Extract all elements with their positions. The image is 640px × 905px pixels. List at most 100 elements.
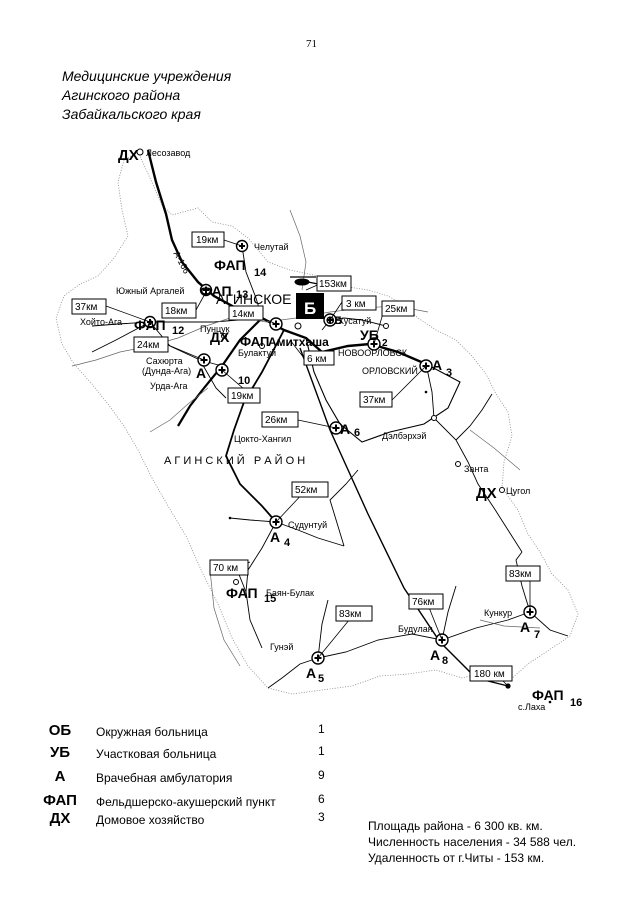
legend-row-ub: УБ Участковая больница 1 [40, 744, 340, 766]
facility-number: 16 [570, 697, 582, 709]
facility-code: А [270, 529, 280, 545]
page-number: 71 [306, 38, 317, 50]
place-label: НОВООРЛОВСК [338, 348, 408, 358]
legend-count: 1 [318, 744, 325, 758]
center-label: АГИНСКОЕ [216, 291, 291, 307]
place-label: Хусатуй [338, 316, 371, 326]
district-map: Б [55, 147, 582, 712]
distance-label: 6 км [307, 354, 327, 365]
place-label: Сахюрта [146, 356, 183, 366]
facility-code: ОБ [326, 315, 343, 327]
facility-code: УБ [360, 327, 379, 343]
svg-text:Б: Б [304, 299, 316, 318]
facility-code: ДХ [210, 329, 230, 345]
legend-label: Участковая больница [96, 747, 217, 761]
distance-label: 37км [75, 302, 97, 313]
distance-boxes [71, 231, 541, 682]
place-label: Лесозавод [146, 148, 191, 158]
legend-row-a: А Врачебная амбулатория 9 [40, 768, 340, 790]
facility-code: ФАП [240, 334, 269, 349]
place-label: Дэлбэрхэй [382, 431, 426, 441]
facility-number: 5 [318, 673, 324, 685]
legend-count: 3 [318, 810, 325, 824]
facility-code: ФАП [532, 687, 564, 703]
legend-count: 9 [318, 768, 325, 782]
legend-label: Фельдшерско-акушерский пункт [96, 795, 276, 809]
legend-code: УБ [49, 744, 71, 761]
title-line-2: Агинского района [62, 87, 181, 103]
facility-number: 7 [534, 629, 540, 641]
place-label: Южный Аргалей [116, 286, 184, 296]
place-label: Хойто-Ага [80, 317, 122, 327]
facility-number: 12 [172, 325, 184, 337]
legend-code: А [54, 768, 66, 785]
place-label: Булактуй [238, 348, 276, 358]
map-title: Медицинские учреждения Агинского района … [62, 67, 231, 124]
place-label: ОРЛОВСКИЙ [362, 365, 418, 376]
facility-code: ФАП [134, 317, 166, 333]
place-label: Занта [464, 464, 488, 474]
legend-label: Домовое хозяйство [96, 813, 205, 827]
region-label: А Г И Н С К И Й Р А Й О Н [164, 454, 305, 467]
distance-label: 24км [137, 340, 159, 351]
title-line-3: Забайкальского края [62, 106, 201, 122]
legend-label: Окружная больница [96, 725, 208, 739]
district-stats: Площадь района - 6 300 кв. км. Численнос… [368, 818, 576, 866]
helicopter-icon [290, 276, 319, 286]
distance-label: 83км [509, 569, 531, 580]
legend-row-ob: ОБ Окружная больница 1 [40, 722, 340, 744]
facility-code: ФАП [200, 283, 232, 299]
distance-label: 52км [295, 485, 317, 496]
distance-label: 26км [265, 415, 287, 426]
facility-number: 6 [354, 427, 360, 439]
place-label-amitkhasha: Амитхаша [268, 335, 329, 349]
facility-number: 13 [236, 289, 248, 301]
place-label: Цокто-Хангил [234, 434, 291, 444]
place-label: Судунтуй [288, 520, 327, 530]
distance-label: 25км [385, 304, 407, 315]
distance-label: 153км [319, 279, 347, 290]
road-to-tsokto [305, 337, 461, 443]
road-label: А-166 [172, 249, 192, 275]
facility-code: А [430, 647, 440, 663]
facility-number: 15 [264, 593, 276, 605]
place-label: Кункур [484, 608, 512, 618]
facility-code: А [432, 357, 442, 373]
facility-code: ДХ [118, 147, 139, 164]
place-label: Урда-Ага [150, 381, 187, 391]
facility-number: 8 [442, 655, 448, 667]
place-label: Пунцук [200, 324, 230, 334]
legend-code: ДХ [49, 810, 71, 827]
facility-number: 14 [254, 267, 267, 279]
legend-row-fap: ФАП Фельдшерско-акушерский пункт 6 [40, 792, 340, 814]
distance-label: 19км [231, 391, 253, 402]
district-hospital-symbol: Б [296, 293, 324, 319]
distance-label: 18км [165, 306, 187, 317]
facility-code: А [340, 421, 350, 437]
place-label: Челутай [254, 242, 289, 252]
stat-area: Площадь района - 6 300 кв. км. [368, 819, 543, 833]
place-label: Баян-Булак [266, 588, 314, 598]
legend-count: 6 [318, 792, 325, 806]
distance-label: 180 км [474, 669, 505, 680]
legend-label: Врачебная амбулатория [96, 771, 233, 785]
distance-label: 76км [412, 597, 434, 608]
distance-label: 3 км [346, 299, 366, 310]
road-to-suduntuy [225, 329, 285, 523]
facility-number: 2 [382, 338, 388, 349]
legend-count: 1 [318, 722, 325, 736]
legend-code: ФАП [43, 792, 77, 809]
legend-code: ОБ [48, 722, 72, 739]
distance-label: 14км [232, 309, 254, 320]
place-label: (Дунда-Ага) [142, 366, 191, 376]
facility-code: А [520, 619, 530, 635]
place-label: Гунэй [270, 642, 293, 652]
distance-label: 70 км [213, 563, 238, 574]
road-a166 [146, 149, 427, 366]
distance-label: 37км [363, 395, 385, 406]
facility-number: 3 [446, 367, 452, 379]
facility-code: ФАП [226, 585, 258, 601]
facility-number: 10 [238, 375, 250, 387]
place-label: Цугол [506, 486, 530, 496]
distance-label: 83км [339, 609, 361, 620]
